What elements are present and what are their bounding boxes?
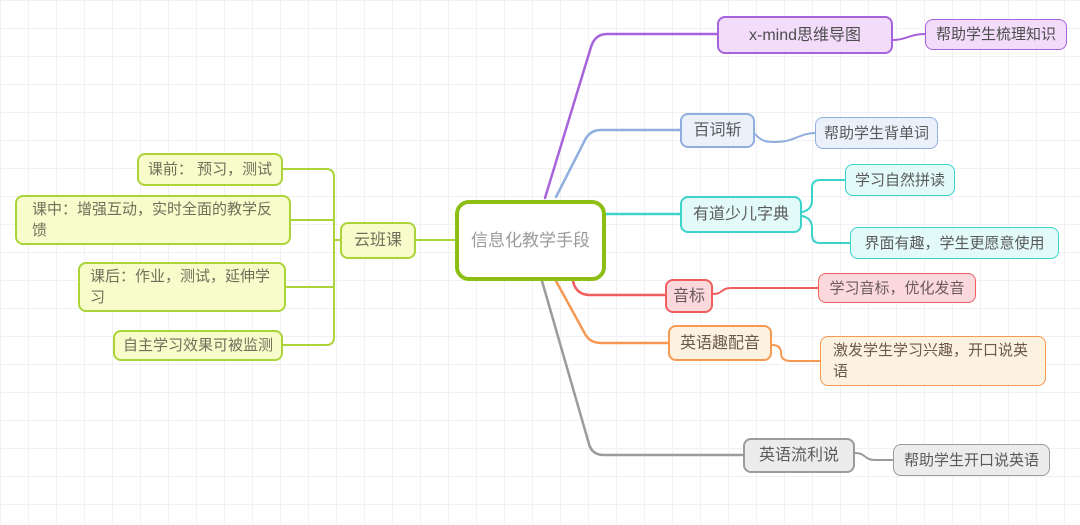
topic-phonetic[interactable]: 音标 bbox=[665, 279, 713, 313]
topic-liulishuo[interactable]: 英语流利说 bbox=[743, 438, 855, 473]
subtopic-self-study-monitor[interactable]: 自主学习效果可被监测 bbox=[113, 330, 283, 361]
topic-qupeiyin[interactable]: 英语趣配音 bbox=[668, 325, 772, 361]
baicizhan-branch-line bbox=[554, 128, 682, 199]
qupeiyin-child-line bbox=[771, 344, 821, 362]
youdao-child2-line bbox=[801, 215, 851, 244]
subtopic-after-class[interactable]: 课后：作业，测试，延伸学习 bbox=[78, 262, 286, 312]
subtopic-liulishuo-benefit[interactable]: 帮助学生开口说英语 bbox=[893, 444, 1050, 476]
subtopic-pre-class[interactable]: 课前： 预习，测试 bbox=[137, 153, 283, 186]
xmind-branch-line bbox=[543, 32, 719, 200]
topic-youdao-dict[interactable]: 有道少儿字典 bbox=[680, 196, 802, 233]
topic-baicizhan[interactable]: 百词斩 bbox=[680, 113, 755, 148]
qupeiyin-branch-line bbox=[554, 279, 670, 345]
xmind-child-line bbox=[892, 33, 926, 41]
root-topic[interactable]: 信息化教学手段 bbox=[455, 200, 606, 281]
subtopic-phonics[interactable]: 学习自然拼读 bbox=[845, 164, 955, 196]
subtopic-phonetic-benefit[interactable]: 学习音标，优化发音 bbox=[818, 273, 976, 303]
left-bracket-line bbox=[282, 168, 335, 346]
phonetic-child-line bbox=[712, 287, 819, 295]
subtopic-xmind-benefit[interactable]: 帮助学生梳理知识 bbox=[925, 19, 1067, 50]
baicizhan-child-line bbox=[754, 132, 816, 144]
subtopic-baicizhan-benefit[interactable]: 帮助学生背单词 bbox=[815, 117, 938, 149]
youdao-child1-line bbox=[801, 179, 846, 213]
topic-xmind[interactable]: x-mind思维导图 bbox=[717, 16, 893, 54]
phonetic-branch-line bbox=[571, 279, 667, 297]
liulishuo-child-line bbox=[854, 452, 894, 461]
subtopic-fun-interface[interactable]: 界面有趣，学生更愿意使用 bbox=[850, 227, 1059, 259]
topic-cloud-class[interactable]: 云班课 bbox=[340, 222, 416, 259]
liulishuo-branch-line bbox=[540, 279, 745, 457]
subtopic-in-class[interactable]: 课中：增强互动，实时全面的教学反馈 bbox=[15, 195, 291, 245]
subtopic-qupeiyin-benefit[interactable]: 激发学生学习兴趣，开口说英语 bbox=[820, 336, 1046, 386]
